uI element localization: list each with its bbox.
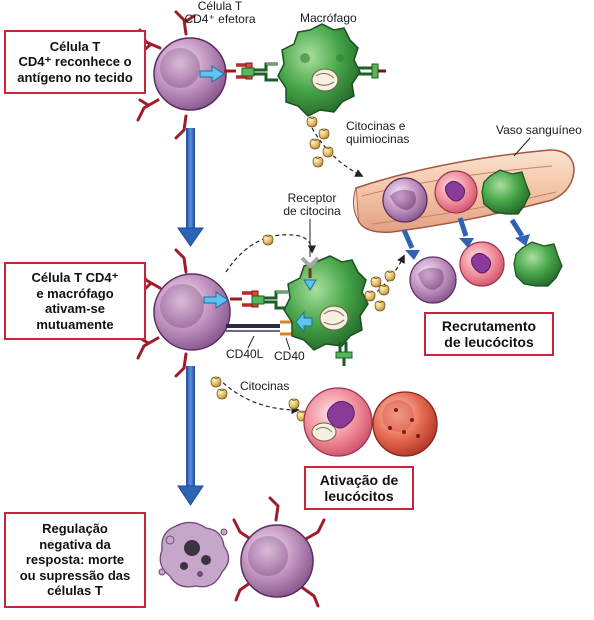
cytokine-droplets-2 bbox=[364, 270, 396, 312]
cytokine-receptor-label: Receptor de citocina bbox=[272, 192, 352, 218]
cytokine-receptor-line-1: Receptor bbox=[287, 191, 337, 205]
step-3-line-4: ou supressão das bbox=[19, 567, 131, 583]
cytokine-droplet-loop bbox=[262, 234, 274, 246]
recruited-macrophage bbox=[513, 241, 563, 287]
step-2-line-2: e macrófago bbox=[36, 285, 114, 301]
activation-line-1: Ativação de bbox=[319, 472, 399, 488]
cytokines-chemokines-line-1: Citocinas e bbox=[346, 119, 406, 133]
suppressed-t-cell bbox=[232, 496, 326, 608]
step-1-line-1: Célula T bbox=[49, 38, 101, 54]
step-2-line-3: ativam-se bbox=[45, 301, 105, 316]
step-1-box: Célula T CD4⁺ reconhece o antígeno no te… bbox=[4, 30, 146, 94]
step-2-box: Célula T CD4⁺ e macrófago ativam-se mutu… bbox=[4, 262, 146, 340]
macrophage-receptor-bottom bbox=[335, 342, 353, 366]
macrophage-label: Macrófago bbox=[300, 11, 357, 25]
step-3-line-3: resposta: morte bbox=[25, 552, 125, 568]
cytokine-receptor-line-2: de citocina bbox=[283, 204, 341, 218]
recruitment-box: Recrutamento de leucócitos bbox=[424, 312, 554, 356]
t-cell-stage1 bbox=[136, 10, 227, 140]
t-cell-label: Célula T CD4⁺ efetora bbox=[180, 0, 260, 26]
cd40l-label: CD40L bbox=[226, 347, 264, 361]
macrophage-stage2 bbox=[283, 255, 369, 351]
cytokines-chemokines-line-2: quimiocinas bbox=[346, 132, 410, 146]
t-cell-label-line-2: CD4⁺ efetora bbox=[184, 12, 256, 26]
cytokines-chemokines-label: Citocinas e quimiocinas bbox=[346, 120, 409, 146]
cytokine-receptor-leader-line bbox=[309, 219, 311, 257]
step-3-line-2: negativa da bbox=[39, 536, 111, 552]
recruited-monocyte bbox=[409, 256, 457, 304]
blood-vessel-label: Vaso sanguíneo bbox=[496, 123, 582, 137]
cytokine-loop-arrow bbox=[225, 234, 317, 273]
macrophage-stage1 bbox=[277, 23, 361, 117]
cd40-label: CD40 bbox=[274, 349, 305, 363]
neutrophil-in-vessel bbox=[434, 170, 478, 214]
activation-line-2: leucócitos bbox=[324, 488, 394, 504]
step-2-line-4: mutuamente bbox=[36, 316, 114, 332]
cytokine-flow-arrow-1 bbox=[311, 127, 364, 177]
activated-neutrophil bbox=[303, 387, 373, 457]
cytokines-label: Citocinas bbox=[240, 379, 290, 393]
recruited-neutrophil bbox=[459, 241, 505, 287]
macrophage-receptor-right bbox=[358, 63, 386, 79]
cytokine-droplets-1 bbox=[306, 116, 334, 168]
step-2-line-1: Célula T CD4⁺ bbox=[31, 270, 119, 285]
process-arrow-1 bbox=[177, 128, 204, 247]
step-1-line-2: CD4⁺ reconhece o bbox=[18, 54, 132, 70]
step-1-line-3: antígeno no tecido bbox=[17, 69, 133, 85]
apoptotic-t-cell bbox=[158, 521, 230, 588]
cytokine-flow-arrow-3 bbox=[217, 377, 300, 415]
activation-box: Ativação de leucócitos bbox=[304, 466, 414, 510]
t-cell-stage2 bbox=[136, 248, 231, 378]
cd40l-cd40-bond bbox=[226, 320, 300, 351]
recruitment-line-2: de leucócitos bbox=[444, 334, 534, 350]
activated-macrophage bbox=[372, 391, 438, 457]
step-3-line-1: Regulação bbox=[42, 521, 108, 537]
step-3-line-5: células T bbox=[47, 583, 103, 599]
macrophage-in-vessel bbox=[481, 169, 531, 215]
recruitment-line-1: Recrutamento bbox=[441, 318, 537, 334]
monocyte-in-vessel bbox=[382, 177, 428, 223]
t-cell-label-line-1: Célula T bbox=[197, 0, 243, 13]
extravasation-arrows bbox=[401, 217, 530, 260]
blood-vessel-leader-line bbox=[513, 137, 531, 157]
step-3-box: Regulação negativa da resposta: morte ou… bbox=[4, 512, 146, 608]
process-arrow-2 bbox=[177, 366, 204, 506]
